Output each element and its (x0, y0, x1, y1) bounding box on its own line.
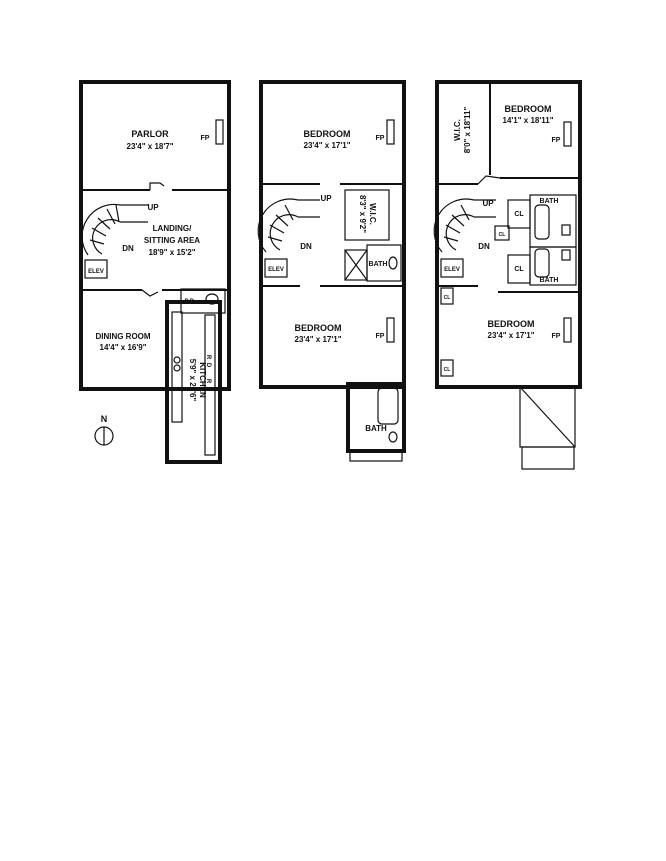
bathtub-icon (534, 204, 550, 240)
kitchen-extension (165, 300, 222, 464)
bedroom-bottom-label: BEDROOM (488, 319, 535, 329)
floor-2-plan: BEDROOM 23'4" x 17'1" FP UP DN ELEV W.I.… (257, 80, 406, 462)
spiral-stair-icon (433, 198, 496, 253)
sink-icon (561, 249, 571, 261)
counter-left (171, 311, 183, 423)
closet-box (494, 225, 510, 241)
sink-icon (561, 224, 571, 236)
elevator-label: ELEV (88, 269, 104, 275)
toilet-icon (388, 431, 398, 443)
bathtub-icon (377, 387, 399, 425)
north-label: N (101, 414, 108, 424)
wic-label: W.I.C. (453, 119, 462, 141)
closet-label: CL (444, 367, 451, 373)
bath-a-label: BATH (540, 198, 559, 205)
stair-down-label: DN (478, 242, 490, 251)
dining-room-label: DINING ROOM (95, 332, 150, 341)
appliance-label-1: R (205, 355, 211, 360)
closet-label: CL (514, 266, 524, 273)
kitchen-dims: 5'9" x 27'6" (188, 359, 197, 402)
stair-down-label: DN (122, 244, 134, 253)
elevator-box (84, 259, 108, 279)
walk-in-closet (344, 189, 390, 241)
fireplace-label: FP (552, 333, 561, 340)
floor-2-outline (259, 80, 406, 389)
landing-label-1: LANDING/ (153, 224, 192, 233)
elevator-box (264, 258, 288, 278)
spiral-stair-icon (81, 203, 148, 256)
spiral-stair-icon (257, 198, 320, 253)
north-arrow-icon: N (94, 414, 114, 446)
powder-room-label: P.R. (185, 299, 196, 305)
elevator-label: ELEV (444, 267, 460, 273)
fireplace-label: FP (376, 333, 385, 340)
bedroom-top-dims: 14'1" x 18'11" (503, 116, 554, 125)
fireplace-label: FP (552, 137, 561, 144)
toilet-icon (205, 293, 219, 305)
bedroom-bottom-dims: 23'4" x 17'1" (488, 331, 535, 340)
floor-1-plan: PARLOR 23'4" x 18'7" FP UP DN LANDING/ S… (79, 80, 231, 464)
landing-label-2: SITTING AREA (144, 236, 200, 245)
closet-label: CL (444, 295, 451, 301)
floor-1-outline (79, 80, 231, 391)
toilet-icon (388, 256, 398, 270)
floor-3-plan: W.I.C. 8'0" x 18'11" BEDROOM 14'1" x 18'… (433, 80, 582, 470)
closet-label: CL (499, 232, 506, 238)
closet-box (440, 287, 454, 305)
bath-b-label: BATH (540, 277, 559, 284)
powder-room (180, 288, 226, 314)
fireplace-icon (386, 119, 395, 145)
parlor-dims: 23'4" x 18'7" (127, 142, 174, 151)
wic-dims: 8'3" x 9'2" (358, 195, 367, 233)
parlor-label: PARLOR (131, 129, 169, 139)
bath-ext-label: BATH (365, 424, 387, 433)
closet-box (440, 359, 454, 377)
stair-up-label: UP (147, 203, 159, 212)
bath-b-box (529, 246, 577, 286)
fireplace-icon (563, 317, 572, 343)
wic-dims: 8'0" x 18'11" (463, 107, 472, 154)
stair-up-label: UP (482, 199, 494, 208)
stair-down-label: DN (300, 242, 312, 251)
kitchen-label: KITCHEN (198, 362, 207, 398)
bath-mid-label: BATH (369, 261, 388, 268)
fireplace-label: FP (376, 135, 385, 142)
fireplace-icon (563, 121, 572, 147)
stair-up-label: UP (320, 194, 332, 203)
bedroom-bottom-label: BEDROOM (295, 323, 342, 333)
balcony-box (349, 450, 403, 462)
fireplace-label: FP (201, 135, 210, 142)
appliance-label-2: D (205, 363, 211, 368)
bedroom-bottom-dims: 23'4" x 17'1" (295, 335, 342, 344)
elevator-label: ELEV (268, 267, 284, 273)
wic-label: W.I.C. (368, 203, 377, 225)
fireplace-icon (386, 317, 395, 343)
floor-3-outline (435, 80, 582, 389)
elevator-box (440, 258, 464, 278)
balcony-box (521, 446, 575, 470)
bathtub-icon (534, 248, 550, 278)
appliance-label-3: R (205, 379, 211, 384)
landing-dims: 18'9" x 15'2" (149, 248, 196, 257)
bedroom-top-label: BEDROOM (505, 104, 552, 114)
bedroom-top-dims: 23'4" x 17'1" (304, 141, 351, 150)
counter-right (204, 314, 216, 456)
bath-mid-box (366, 244, 402, 282)
fireplace-icon (215, 119, 224, 145)
bedroom-top-label: BEDROOM (304, 129, 351, 139)
dining-room-dims: 14'4" x 16'9" (100, 343, 147, 352)
closet-label: CL (514, 211, 524, 218)
